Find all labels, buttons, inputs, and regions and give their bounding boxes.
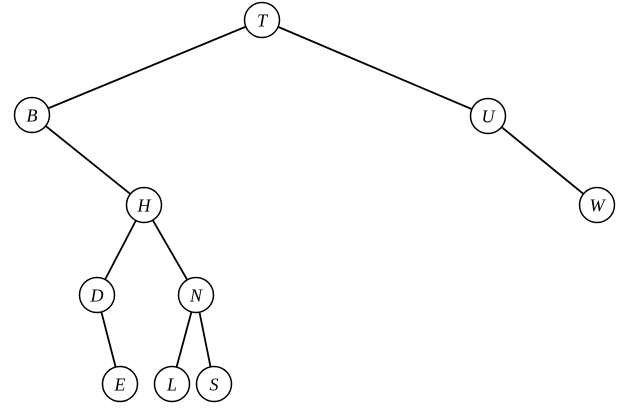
node-circle-H — [125, 186, 163, 224]
node-circle-W — [578, 186, 616, 224]
node-label-T: T — [257, 10, 269, 30]
node-label-D: D — [90, 285, 104, 305]
node-circle-B — [13, 96, 51, 134]
node-label-E: E — [114, 374, 126, 394]
node-circle-L — [153, 365, 191, 403]
node-circle-D — [78, 276, 116, 314]
tree-node-W: W — [578, 186, 616, 224]
node-label-N: N — [189, 285, 203, 305]
tree-edge-T-U — [261, 19, 489, 117]
tree-edge-T-B — [31, 19, 263, 116]
tree-edge-B-H — [31, 114, 145, 206]
tree-node-U: U — [469, 97, 507, 135]
tree-node-H: H — [125, 186, 163, 224]
node-label-L: L — [166, 374, 177, 394]
tree-node-E: E — [101, 365, 139, 403]
node-circle-T — [243, 1, 281, 39]
node-label-W: W — [590, 195, 607, 215]
tree-node-T: T — [243, 1, 281, 39]
tree-node-B: B — [13, 96, 51, 134]
tree-node-N: N — [177, 276, 215, 314]
node-label-S: S — [210, 374, 219, 394]
node-circle-N — [177, 276, 215, 314]
node-label-B: B — [27, 105, 38, 125]
tree-node-L: L — [153, 365, 191, 403]
node-circle-S — [195, 365, 233, 403]
tree-node-S: S — [195, 365, 233, 403]
node-label-U: U — [482, 106, 496, 126]
node-label-H: H — [137, 195, 152, 215]
tree-node-D: D — [78, 276, 116, 314]
node-circle-U — [469, 97, 507, 135]
node-circle-E — [101, 365, 139, 403]
tree-edge-U-W — [487, 115, 598, 206]
